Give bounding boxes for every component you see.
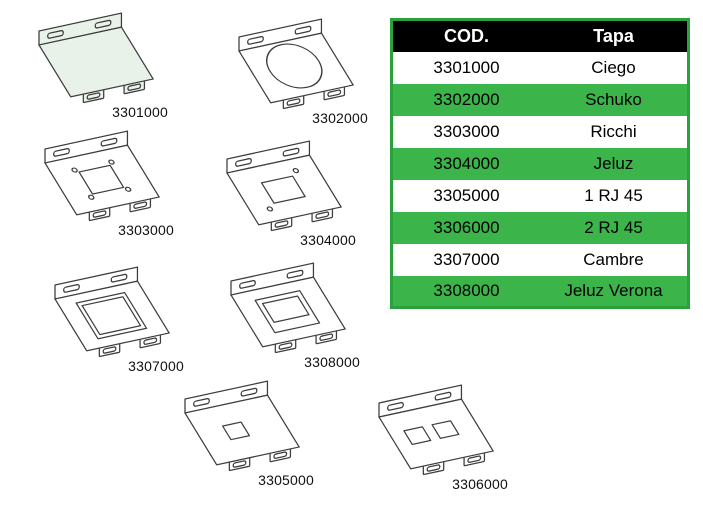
plate-surface <box>38 26 154 98</box>
figure-code-label: 3302000 <box>312 110 368 126</box>
plate-drawing-double-square-hole <box>362 380 514 480</box>
tapa-cell: Ciego <box>591 57 636 77</box>
plate-figure-3308000: 3308000 <box>214 258 366 370</box>
figure-code-label: 3305000 <box>258 472 314 488</box>
back-flange <box>230 262 315 296</box>
tapa-cell: Jeluz Verona <box>564 280 663 300</box>
figure-code-label: 3304000 <box>300 232 356 248</box>
back-flange <box>54 266 139 300</box>
cod-cell: 3302000 <box>433 89 500 109</box>
figure-code-label: 3308000 <box>304 354 360 370</box>
plate-surface <box>54 280 170 352</box>
tapa-cell: Cambre <box>583 249 644 269</box>
back-flange <box>38 12 123 46</box>
col-header-cod: COD. <box>391 19 540 52</box>
plate-surface <box>44 144 160 216</box>
cod-cell: 3304000 <box>433 153 500 173</box>
plate-surface <box>184 394 300 466</box>
figure-code-label: 3307000 <box>128 358 184 374</box>
table-row: 3308000 Jeluz Verona <box>391 275 689 308</box>
figure-code-label: 3306000 <box>452 476 508 492</box>
plate-svg <box>230 262 346 354</box>
plate-drawing-single-square-hole <box>168 376 320 476</box>
plate-svg <box>44 130 160 222</box>
plate-drawing-blank <box>22 8 174 108</box>
plate-figure-3306000: 3306000 <box>362 380 514 492</box>
tapa-cell: Schuko <box>585 89 642 109</box>
plate-drawing-round-hole <box>222 14 374 114</box>
cod-cell: 3308000 <box>433 280 500 300</box>
tapa-cell: 1 RJ 45 <box>584 185 643 205</box>
back-flange <box>184 380 269 414</box>
plate-svg <box>54 266 170 358</box>
plate-surface <box>378 398 494 470</box>
codes-table: COD. Tapa 3301000 Ciego 3302000 Schuko 33030… <box>390 18 690 309</box>
plate-surface <box>238 32 354 104</box>
figure-code-label: 3303000 <box>118 222 174 238</box>
plate-drawing-large-square-frame <box>38 262 190 362</box>
back-flange <box>378 384 463 418</box>
figure-code-label: 3301000 <box>112 104 168 120</box>
plate-figure-3303000: 3303000 <box>28 126 180 238</box>
table-row: 3307000 Cambre <box>391 243 689 276</box>
plate-svg <box>378 384 494 476</box>
table-row: 3302000 Schuko <box>391 83 689 116</box>
cod-cell: 3307000 <box>433 249 500 269</box>
plate-drawing-rect-hole <box>210 136 362 236</box>
table-header-row: COD. Tapa <box>391 19 689 52</box>
cod-cell: 3303000 <box>433 121 500 141</box>
plate-svg <box>226 140 342 232</box>
plate-figure-3307000: 3307000 <box>38 262 190 374</box>
back-flange <box>226 140 311 174</box>
table-row: 3305000 1 RJ 45 <box>391 179 689 212</box>
table-row: 3306000 2 RJ 45 <box>391 211 689 244</box>
tapa-cell: 2 RJ 45 <box>584 217 643 237</box>
plate-surface <box>230 276 346 348</box>
table-row: 3301000 Ciego <box>391 51 689 84</box>
table-row: 3304000 Jeluz <box>391 147 689 180</box>
tapa-cell: Jeluz <box>593 153 634 173</box>
plate-svg <box>184 380 300 472</box>
front-tabs <box>282 84 346 110</box>
plate-figure-3302000: 3302000 <box>222 14 374 126</box>
plate-drawing-rect-frame <box>214 258 366 358</box>
cod-cell: 3306000 <box>433 217 500 237</box>
plate-svg <box>38 12 154 104</box>
plate-figure-3304000: 3304000 <box>210 136 362 248</box>
plate-svg <box>238 18 354 110</box>
table-row: 3303000 Ricchi <box>391 115 689 148</box>
plate-surface <box>226 154 342 226</box>
plate-figure-3301000: 3301000 <box>22 8 174 120</box>
tapa-cell: Ricchi <box>590 121 637 141</box>
col-header-tapa: Tapa <box>540 19 689 52</box>
plate-drawing-square-outline <box>28 126 180 226</box>
cod-cell: 3301000 <box>433 57 500 77</box>
cod-cell: 3305000 <box>433 185 500 205</box>
plate-figure-3305000: 3305000 <box>168 376 320 488</box>
